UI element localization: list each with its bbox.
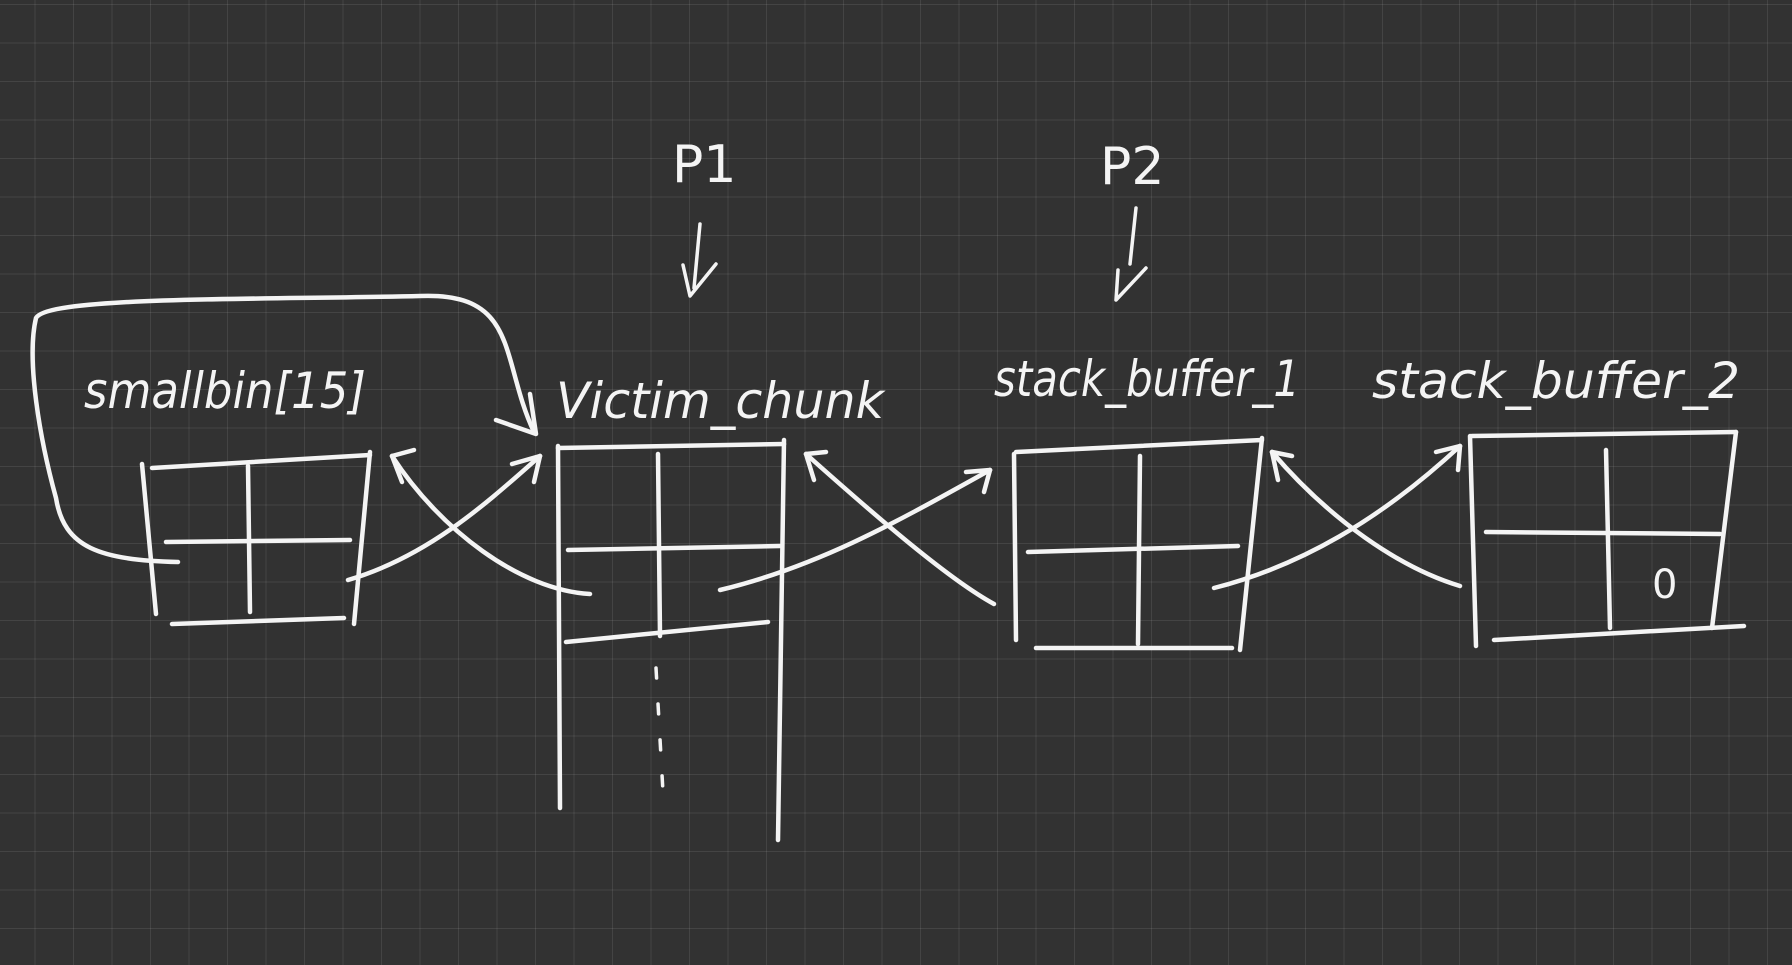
node-label-stack-buffer-2: stack_buffer_2 bbox=[1372, 352, 1740, 410]
pointer-label-p1: P1 bbox=[672, 135, 736, 195]
pointer-label-p2: P2 bbox=[1100, 137, 1164, 197]
smallbin-box bbox=[139, 449, 373, 627]
stack-buffer-2-cell-value: 0 bbox=[1652, 562, 1677, 608]
node-label-smallbin: smallbin[15] bbox=[84, 362, 366, 420]
node-label-stack-buffer-1: stack_buffer_1 bbox=[994, 350, 1300, 408]
victim-chunk-box bbox=[555, 437, 787, 843]
node-label-victim-chunk: Victim_chunk bbox=[556, 372, 886, 430]
link-smallbin-victim bbox=[345, 447, 593, 597]
smallbin-wrap-arrow bbox=[30, 293, 539, 565]
pointer-arrow-p2 bbox=[1114, 206, 1148, 302]
link-buffer1-buffer2 bbox=[1211, 443, 1463, 591]
pointer-arrow-p1 bbox=[681, 222, 718, 298]
stack-buffer-2-box: 0 bbox=[1467, 429, 1747, 649]
link-victim-buffer1 bbox=[717, 449, 997, 607]
stack-buffer-1-box bbox=[1011, 435, 1265, 653]
